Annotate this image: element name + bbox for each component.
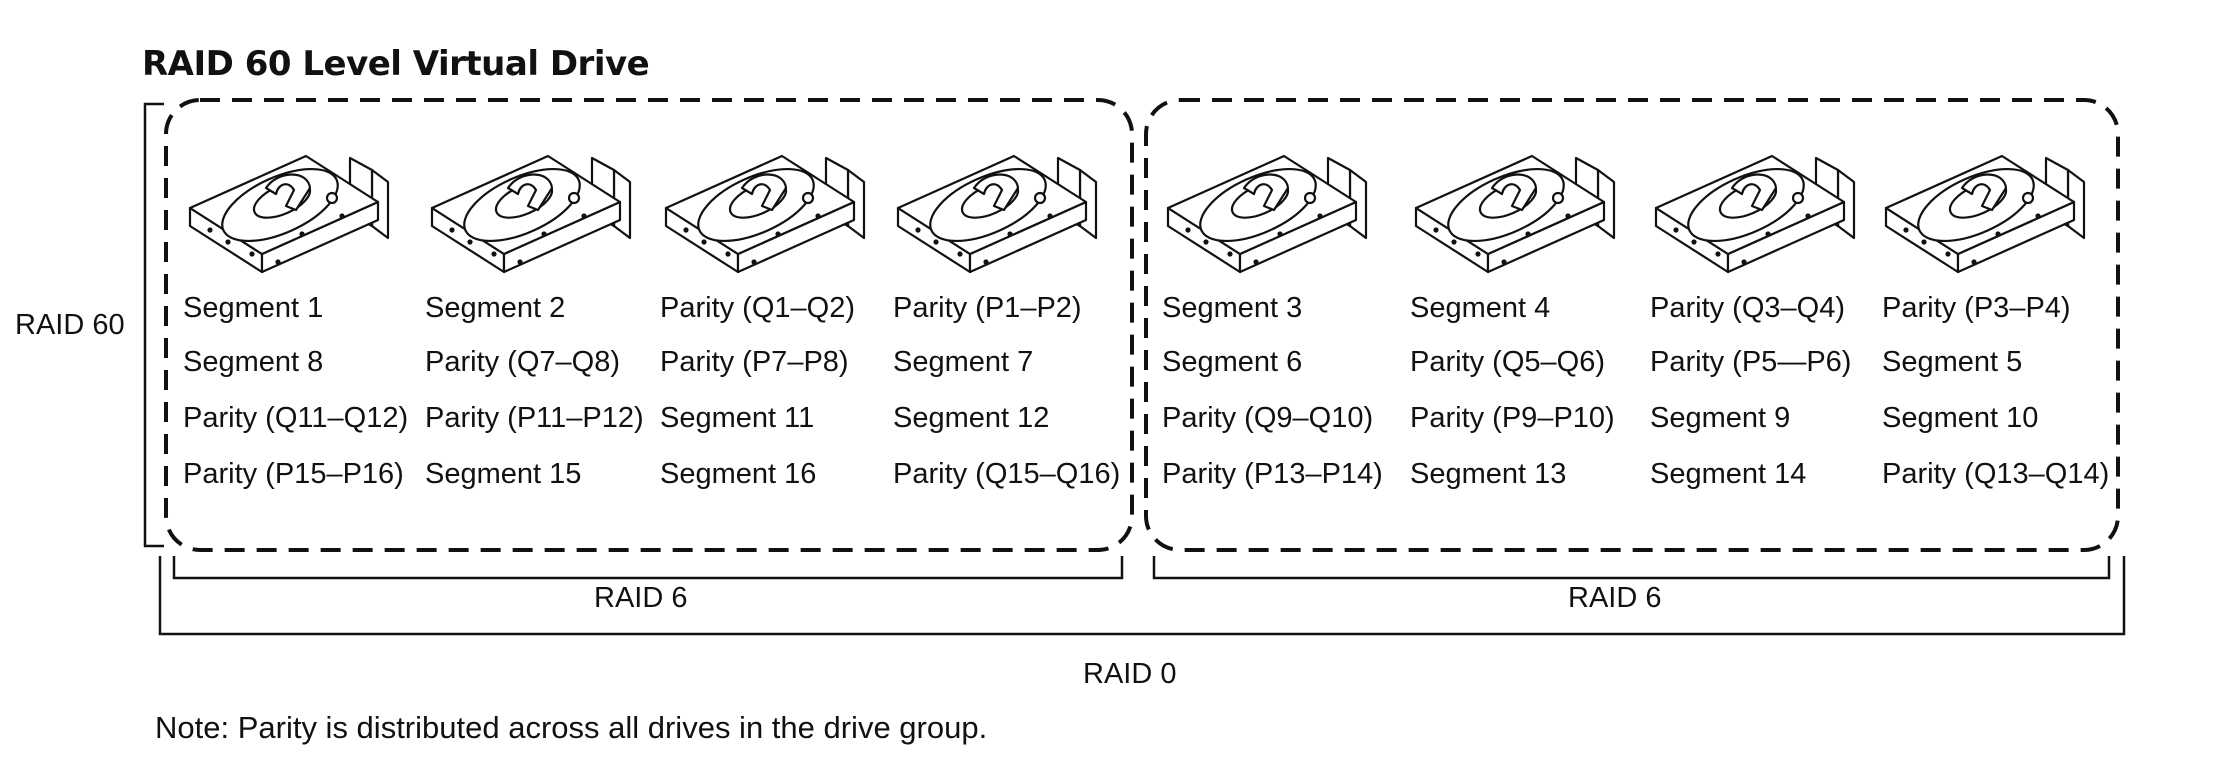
segment-label: Segment 13 (1410, 458, 1567, 490)
note-text: Note: Parity is distributed across all d… (155, 710, 988, 745)
segment-label: Segment 12 (893, 402, 1050, 434)
segment-label: Parity (Q1–Q2) (660, 292, 855, 324)
raid6-label-right: RAID 6 (1568, 582, 1662, 614)
raid6-group-box-right (1144, 98, 2120, 552)
segment-label: Parity (P1–P2) (893, 292, 1082, 324)
segment-label: Parity (P7–P8) (660, 346, 849, 378)
raid0-label: RAID 0 (1083, 658, 1177, 690)
segment-label: Segment 14 (1650, 458, 1807, 490)
segment-label: Parity (P13–P14) (1162, 458, 1383, 490)
hard-drive-icon (890, 150, 1105, 280)
segment-label: Parity (Q7–Q8) (425, 346, 620, 378)
segment-label: Parity (Q9–Q10) (1162, 402, 1374, 434)
raid6-bracket-right (1152, 556, 2111, 580)
segment-label: Segment 7 (893, 346, 1034, 378)
segment-label: Parity (P11–P12) (425, 402, 644, 434)
segment-label: Parity (Q15–Q16) (893, 458, 1121, 490)
hard-drive-icon (1408, 150, 1623, 280)
segment-label: Parity (Q3–Q4) (1650, 292, 1845, 324)
segment-label: Segment 16 (660, 458, 817, 490)
segment-label: Segment 9 (1650, 402, 1791, 434)
hard-drive-icon (1878, 150, 2093, 280)
segment-label: Parity (P5—P6) (1650, 346, 1852, 378)
segment-label: Segment 5 (1882, 346, 2023, 378)
hard-drive-icon (1160, 150, 1375, 280)
segment-label: Parity (Q5–Q6) (1410, 346, 1605, 378)
segment-label: Segment 15 (425, 458, 582, 490)
raid60-bracket (143, 102, 164, 548)
hard-drive-icon (182, 150, 397, 280)
hard-drive-icon (424, 150, 639, 280)
segment-label: Parity (P9–P10) (1410, 402, 1615, 434)
raid60-label: RAID 60 (15, 309, 125, 341)
segment-label: Segment 2 (425, 292, 566, 324)
hard-drive-icon (1648, 150, 1863, 280)
diagram-title: RAID 60 Level Virtual Drive (142, 44, 650, 84)
raid0-bracket (158, 556, 2126, 636)
segment-label: Segment 10 (1882, 402, 2039, 434)
raid6-bracket-left (172, 556, 1124, 580)
segment-label: Parity (Q11–Q12) (183, 402, 409, 434)
segment-label: Segment 8 (183, 346, 324, 378)
segment-label: Segment 1 (183, 292, 324, 324)
segment-label: Segment 11 (660, 402, 815, 434)
segment-label: Parity (P3–P4) (1882, 292, 2071, 324)
hard-drive-icon (658, 150, 873, 280)
segment-label: Segment 6 (1162, 346, 1303, 378)
segment-label: Segment 3 (1162, 292, 1303, 324)
segment-label: Segment 4 (1410, 292, 1551, 324)
raid6-label-left: RAID 6 (594, 582, 688, 614)
raid6-group-box-left (164, 98, 1134, 552)
segment-label: Parity (Q13–Q14) (1882, 458, 2110, 490)
segment-label: Parity (P15–P16) (183, 458, 404, 490)
